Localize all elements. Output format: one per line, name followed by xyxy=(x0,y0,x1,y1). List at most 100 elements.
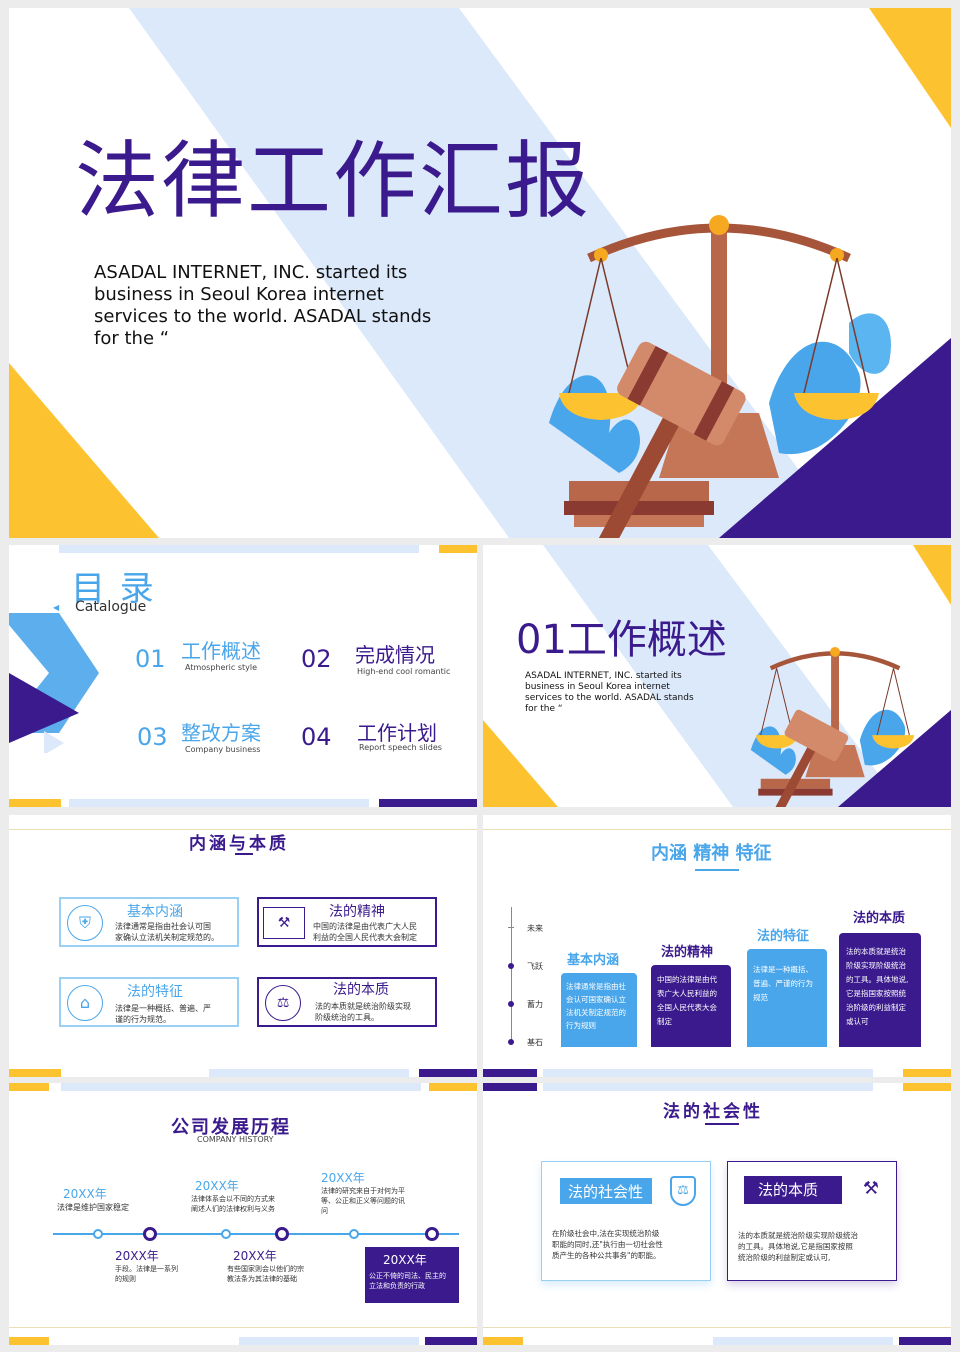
top-ribbon-purple xyxy=(483,1083,537,1091)
axis-label: 蓄力 xyxy=(527,1000,543,1009)
card-text: 法律通常是指由社会认可国 家确认立法机关制定规范的。 xyxy=(115,921,219,943)
step-line: 制定 xyxy=(657,1017,672,1026)
card-line: 中国的法律是由代表广大人民 xyxy=(313,922,417,931)
axis-dot xyxy=(508,963,514,969)
top-ribbon-yellow xyxy=(9,1083,49,1091)
bottom-ribbon-yellow xyxy=(9,1337,49,1345)
pillar-icon: ⌂ xyxy=(67,985,103,1021)
event-year: 20XX年 xyxy=(63,1187,107,1201)
card-line: 在阶级社会中,法在实现统治阶级 xyxy=(552,1229,660,1238)
event-year: 20XX年 xyxy=(321,1171,365,1185)
catalogue-item-title: 工作计划 xyxy=(357,721,437,745)
card-features-of-law[interactable]: ⌂ 法的特征 法律是一种概括、普遍、严 谨的行为规范。 xyxy=(59,977,239,1027)
history-event: 20XX年 有些国家则会以他们的宗 教法条为其法律的基础 xyxy=(227,1247,304,1284)
axis-dot xyxy=(508,1001,514,1007)
timeline-node xyxy=(93,1229,103,1239)
history-event-highlight: 20XX年 公正不倚的司法、民主的 立法和负责的行政 xyxy=(365,1247,459,1303)
title-underline xyxy=(695,869,739,871)
catalogue-item-title: 整改方案 xyxy=(181,721,261,745)
slide-cover: 法律工作汇报 ASADAL INTERNET, INC. started its… xyxy=(9,8,951,538)
step-line: 全国人民代表大会 xyxy=(657,1003,717,1012)
top-ribbon-yellow-right xyxy=(429,1083,477,1091)
event-year: 20XX年 xyxy=(233,1249,277,1263)
top-ribbon-yellow xyxy=(903,1083,951,1091)
top-divider xyxy=(483,829,951,830)
card-text: 法的本质就是统治阶级实现阶级统治 的工具。具体地说,它是指国家按照 统治阶级的利… xyxy=(738,1230,858,1263)
catalogue-item-sub: High-end cool romantic xyxy=(357,667,451,676)
card-social-nature[interactable]: 法的社会性 ⚖ 在阶级社会中,法在实现统治阶级 职能的同时,还"执行由一切社会性… xyxy=(541,1161,711,1281)
axis-dot xyxy=(508,1039,514,1045)
step-title: 法的精神 xyxy=(661,945,714,960)
catalogue-subtitle: Catalogue xyxy=(75,599,147,615)
step-bar-essence[interactable]: 法的本质就是统治 阶级实现阶级统治 的工具。具体地说, 它是指国家按照统 治阶级… xyxy=(839,933,921,1047)
step-line: 法机关制定规范的 xyxy=(566,1008,626,1017)
card-essence[interactable]: 法的本质 ⚒ 法的本质就是统治阶级实现阶级统治 的工具。具体地说,它是指国家按照… xyxy=(727,1161,897,1281)
gavel-icon: ⚒ xyxy=(263,907,305,939)
card-line: 的工具。具体地说,它是指国家按照 xyxy=(738,1242,853,1251)
step-bar-features[interactable]: 法律是一种概括、 普遍、严谨的行为 规范 xyxy=(747,949,827,1047)
timeline-node xyxy=(349,1229,359,1239)
cover-description: ASADAL INTERNET, INC. started its busine… xyxy=(94,262,431,350)
catalogue-marker-icon: ◀ xyxy=(53,603,60,612)
step-line: 法的本质就是统治 xyxy=(846,947,906,956)
bottom-ribbon-yellow xyxy=(903,1069,951,1077)
card-line: 利益的全国人民代表大会制定 xyxy=(313,933,417,942)
step-title: 基本内涵 xyxy=(567,953,620,968)
card-title: 法的精神 xyxy=(329,904,385,920)
title-underline xyxy=(705,1123,739,1125)
catalogue-num: 04 xyxy=(301,723,332,751)
axis-label: 飞跃 xyxy=(527,962,543,971)
scales-gavel-illustration xyxy=(549,215,891,538)
axis-dot xyxy=(508,927,514,928)
cover-desc-line: business in Seoul Korea internet xyxy=(94,284,384,305)
card-line: 阶级统治的工具。 xyxy=(315,1013,379,1022)
step-line: 法律是一种概括、 xyxy=(753,965,813,974)
bottom-ribbon xyxy=(713,1337,893,1345)
step-bar-basic[interactable]: 法律通常是指由社 会认可国家确认立 法机关制定规范的 行为规则 xyxy=(561,973,637,1047)
catalogue-num: 01 xyxy=(135,645,166,673)
cover-title: 法律工作汇报 xyxy=(75,132,592,230)
bottom-ribbon-yellow xyxy=(483,1337,523,1345)
bottom-ribbon xyxy=(209,1069,409,1077)
event-year: 20XX年 xyxy=(195,1179,239,1193)
event-year: 20XX年 xyxy=(383,1253,427,1267)
history-event: 20XX年 手段。法律是一系列 的规则 xyxy=(115,1247,178,1284)
section-title: 01工作概述 xyxy=(516,617,727,663)
card-basic-connotation[interactable]: ⛨ 基本内涵 法律通常是指由社会认可国 家确认立法机关制定规范的。 xyxy=(59,897,239,947)
timeline-node xyxy=(275,1227,289,1241)
step-line: 会认可国家确认立 xyxy=(566,995,626,1004)
section-desc-line: services to the world. ASADAL stands xyxy=(525,693,694,703)
step-title: 法的本质 xyxy=(853,911,906,926)
event-line: 等、公正和正义等问题的讯 xyxy=(321,1197,405,1205)
step-line: 治阶级的利益制定 xyxy=(846,1003,906,1012)
catalogue-item-sub: Atmospheric style xyxy=(185,663,258,672)
bottom-ribbon-purple xyxy=(425,1337,477,1345)
card-title: 法的社会性 xyxy=(568,1183,644,1201)
bottom-ribbon-yellow xyxy=(9,1069,61,1077)
card-spirit-of-law[interactable]: ⚒ 法的精神 中国的法律是由代表广大人民 利益的全国人民代表大会制定 xyxy=(257,897,437,947)
catalogue-item-sub: Report speech slides xyxy=(359,743,442,752)
axis-label: 基石 xyxy=(527,1038,543,1047)
step-bar-spirit[interactable]: 中国的法律是由代 表广大人民利益的 全国人民代表大会 制定 xyxy=(651,965,731,1047)
event-line: 有些国家则会以他们的宗 xyxy=(227,1265,304,1273)
top-divider xyxy=(9,829,477,830)
section-desc-line: business in Seoul Korea internet xyxy=(525,682,670,692)
cover-desc-line: ASADAL INTERNET, INC. started its xyxy=(94,262,408,283)
top-ribbon xyxy=(61,1083,421,1091)
card-essence-of-law[interactable]: ⚖ 法的本质 法的本质就是统治阶级实现 阶级统治的工具。 xyxy=(257,977,437,1027)
slide-social-nature: 法的社会性 法的社会性 ⚖ 在阶级社会中,法在实现统治阶级 职能的同时,还"执行… xyxy=(483,1083,951,1345)
timeline-node xyxy=(143,1227,157,1241)
timeline-line xyxy=(53,1233,459,1235)
event-line: 法律是维护国家稳定 xyxy=(57,1203,129,1212)
card-line: 法律是一种概括、普遍、严 xyxy=(115,1004,211,1013)
catalogue-item-sub: Company business xyxy=(185,745,261,754)
card-line: 法的本质就是统治阶级实现阶级统治 xyxy=(738,1231,858,1240)
card-line: 职能的同时,还"执行由一切社会性 xyxy=(552,1240,663,1249)
slide-section-01: 01工作概述 ASADAL INTERNET, INC. started its… xyxy=(483,545,951,807)
bottom-ribbon xyxy=(239,1337,419,1345)
bottom-divider xyxy=(9,1327,477,1328)
timeline-node xyxy=(221,1229,231,1239)
bottom-ribbon-purple xyxy=(419,1069,477,1077)
bottom-ribbon-purple xyxy=(483,1069,537,1077)
card-title: 法的本质 xyxy=(333,982,389,998)
